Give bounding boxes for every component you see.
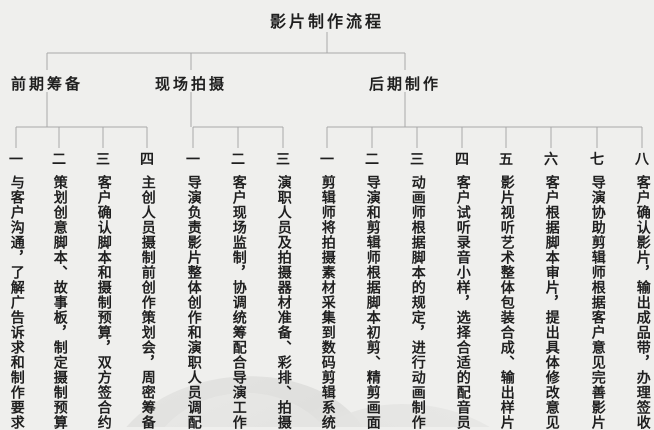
leaf-label: 与客户沟通，了解广告诉求和制作要求 [8,175,25,430]
leaf-label: 策划创意脚本、故事板，制定摄制预算 [51,175,68,430]
leaf-3-8: 八客户确认影片，输出成品带，办理签收 [631,152,653,430]
leaf-number: 七 [590,152,604,168]
leaf-label: 动画师根据脚本的规定，进行动画制作 [409,175,426,430]
leaf-3-3: 三动画师根据脚本的规定，进行动画制作 [406,152,428,430]
leaf-label: 客户确认脚本和摄制预算，双方签合约 [95,175,112,430]
leaf-number: 三 [410,152,424,168]
leaf-number: 二 [365,152,379,168]
leaf-number: 二 [231,152,245,168]
leaf-label: 客户确认影片，输出成品带，办理签收 [634,175,651,430]
leaf-number: 四 [455,152,469,168]
leaf-3-6: 六客户根据脚本审片，提出具体修改意见 [540,152,562,430]
node-root-title: 影片制作流程 [269,12,384,31]
leaf-label: 客户试听录音小样，选择合适的配音员 [454,175,471,430]
leaf-number: 三 [276,152,290,168]
leaf-number: 一 [9,152,23,168]
leaf-3-1: 一剪辑师将拍摄素材采集到数码剪辑系统 [316,152,338,430]
leaf-label: 剪辑师将拍摄素材采集到数码剪辑系统 [319,175,336,430]
leaf-label: 演职人员及拍摄器材准备、彩排、拍摄 [275,175,292,430]
leaf-1-4: 四主创人员摄制前创作策划会，周密筹备 [136,152,158,430]
node-branch-3: 后期制作 [368,75,442,93]
node-branch-2: 现场拍摄 [154,75,228,93]
leaf-number: 八 [635,152,649,168]
leaf-label: 影片视听艺术整体包装合成、输出样片 [498,175,515,430]
leaf-label: 客户现场监制，协调统筹配合导演工作 [230,175,247,430]
leaf-3-5: 五影片视听艺术整体包装合成、输出样片 [495,152,517,430]
leaf-label: 导演负责影片整体创作和演职人员调配 [185,175,202,430]
leaf-number: 一 [320,152,334,168]
leaf-1-1: 一与客户沟通，了解广告诉求和制作要求 [5,152,27,430]
leaf-number: 六 [544,152,558,168]
leaf-2-2: 二客户现场监制，协调统筹配合导演工作 [227,152,249,430]
leaf-1-3: 三客户确认脚本和摄制预算，双方签合约 [92,152,114,430]
leaf-label: 客户根据脚本审片，提出具体修改意见 [543,175,560,430]
leaf-2-3: 三演职人员及拍摄器材准备、彩排、拍摄 [272,152,294,430]
leaf-2-1: 一导演负责影片整体创作和演职人员调配 [182,152,204,430]
leaf-label: 导演协助剪辑师根据客户意见完善影片 [589,175,606,430]
leaf-number: 三 [96,152,110,168]
leaf-label: 主创人员摄制前创作策划会，周密筹备 [139,175,156,430]
leaf-3-2: 二导演和剪辑师根据脚本初剪、精剪画面 [361,152,383,430]
leaf-number: 五 [499,152,513,168]
leaf-label: 导演和剪辑师根据脚本初剪、精剪画面 [364,175,381,430]
leaf-1-2: 二策划创意脚本、故事板，制定摄制预算 [48,152,70,430]
leaf-3-4: 四客户试听录音小样，选择合适的配音员 [451,152,473,430]
leaf-3-7: 七导演协助剪辑师根据客户意见完善影片 [586,152,608,430]
leaf-number: 四 [140,152,154,168]
leaf-number: 二 [52,152,66,168]
leaf-number: 一 [186,152,200,168]
node-branch-1: 前期筹备 [10,75,84,93]
